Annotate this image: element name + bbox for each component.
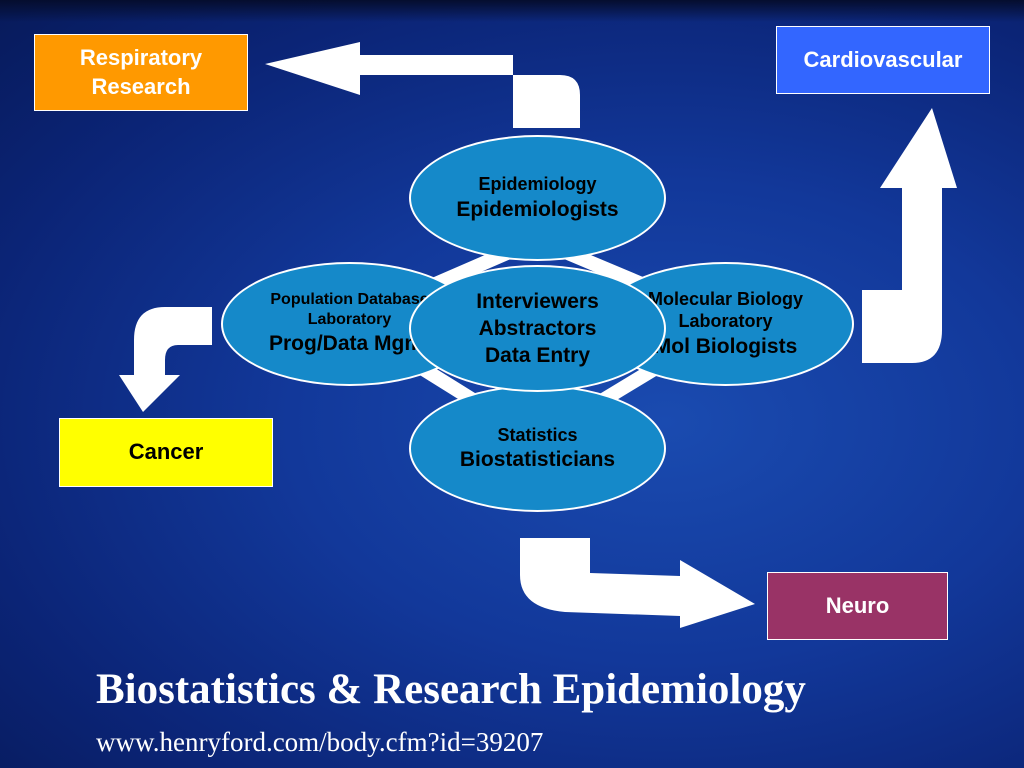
- statistics-line2: Biostatisticians: [459, 448, 616, 472]
- neuro-box: Neuro: [767, 572, 948, 640]
- respiratory-line2: Research: [91, 73, 191, 99]
- molecular-line1: Molecular Biology: [647, 288, 804, 309]
- population-line1: Population Database: [270, 291, 429, 309]
- respiratory-line1: Respiratory: [79, 44, 203, 70]
- statistics-line1: Statistics: [497, 424, 578, 445]
- top-band: [0, 0, 1024, 22]
- arrow-to-neuro: [520, 538, 755, 628]
- center-line1: Interviewers: [476, 289, 599, 313]
- epidemiology-line2: Epidemiologists: [456, 197, 619, 221]
- epidemiology-ellipse: Epidemiology Epidemiologists: [409, 135, 666, 261]
- cardiovascular-label: Cardiovascular: [803, 46, 963, 72]
- cancer-box: Cancer: [59, 418, 273, 487]
- cancer-label: Cancer: [128, 439, 204, 465]
- page-title: Biostatistics & Research Epidemiology: [96, 666, 806, 713]
- source-url: www.henryford.com/body.cfm?id=39207: [96, 727, 544, 757]
- cardiovascular-box: Cardiovascular: [776, 26, 990, 94]
- respiratory-research-box: Respiratory Research: [34, 34, 248, 111]
- center-line2: Abstractors: [478, 316, 597, 340]
- epidemiology-line1: Epidemiology: [478, 174, 597, 195]
- neuro-label: Neuro: [825, 592, 890, 618]
- center-ellipse: Interviewers Abstractors Data Entry: [409, 265, 666, 392]
- arrow-to-cancer: [119, 307, 212, 412]
- molecular-line2: Laboratory: [678, 311, 773, 332]
- statistics-ellipse: Statistics Biostatisticians: [409, 385, 666, 512]
- molecular-line3: Mol Biologists: [653, 334, 798, 358]
- arrow-to-cardiovascular: [862, 108, 957, 363]
- population-line2: Laboratory: [307, 311, 392, 329]
- center-line3: Data Entry: [484, 344, 591, 368]
- population-line3: Prog/Data Mgmt: [268, 332, 430, 356]
- arrow-to-respiratory: [265, 42, 580, 128]
